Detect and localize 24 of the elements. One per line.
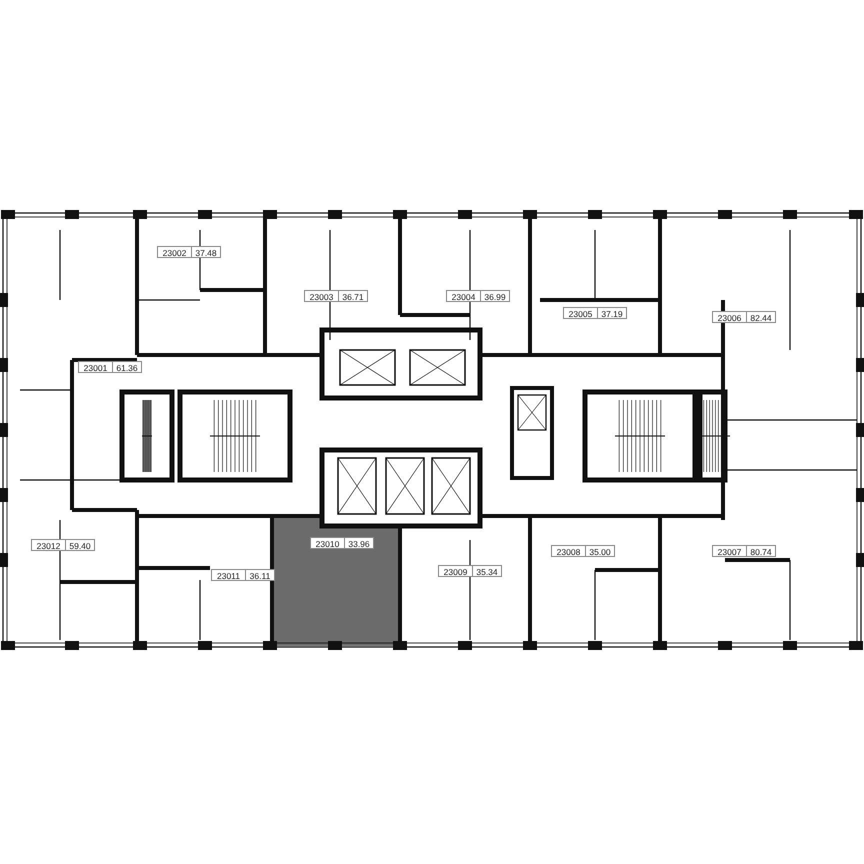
apartment-number: 23005 [563, 307, 598, 319]
area-value: 59.40 [65, 539, 95, 551]
apartment-number: 23010 [310, 537, 345, 549]
area-value: 35.34 [472, 565, 502, 577]
apartment-number: 23008 [551, 545, 586, 557]
area-value: 36.71 [338, 290, 368, 302]
area-value: 37.19 [597, 307, 627, 319]
apartment-number: 23003 [304, 290, 339, 302]
apartment-number: 23009 [438, 565, 473, 577]
area-value: 33.96 [344, 537, 374, 549]
area-value: 36.11 [245, 569, 275, 581]
area-value: 36.99 [480, 290, 510, 302]
apartment-number: 23012 [31, 539, 66, 551]
apartment-number: 23011 [211, 569, 246, 581]
apartment-number: 23007 [712, 545, 747, 557]
apartment-number: 23006 [712, 311, 747, 323]
apartment-number: 23002 [157, 246, 192, 258]
area-value: 61.36 [112, 361, 142, 373]
apartment-number: 23001 [78, 361, 113, 373]
area-value: 82.44 [746, 311, 776, 323]
area-value: 35.00 [585, 545, 615, 557]
area-value: 80.74 [746, 545, 776, 557]
apartment-number: 23004 [446, 290, 481, 302]
area-value: 37.48 [191, 246, 221, 258]
